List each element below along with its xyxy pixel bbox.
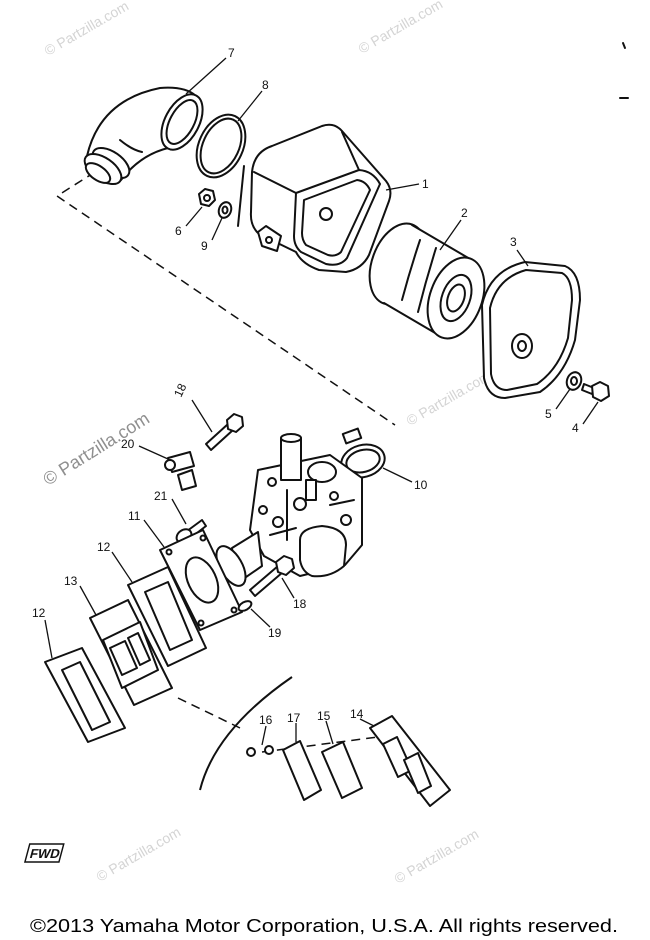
leader-9 <box>211 217 223 241</box>
leader-21 <box>171 498 187 525</box>
leader-10 <box>382 467 413 483</box>
callout-21: 21 <box>154 489 168 503</box>
nut-part-6 <box>198 188 216 207</box>
callout-7: 7 <box>228 46 235 60</box>
callout-16: 16 <box>259 713 273 727</box>
leader-12-upper <box>111 551 133 583</box>
callout-12-upper: 12 <box>97 540 111 554</box>
callout-20: 20 <box>121 437 135 451</box>
leader-18-upper <box>191 399 213 433</box>
callout-11: 11 <box>128 509 141 523</box>
cover-part-3 <box>481 261 581 399</box>
o-ring-part-8 <box>195 113 247 179</box>
leader-4 <box>582 401 599 425</box>
leader-11 <box>143 519 165 548</box>
callout-5: 5 <box>545 407 552 421</box>
callout-17: 17 <box>287 711 301 725</box>
carburetor-clamp-part-10 <box>340 427 386 479</box>
intake-elbow-part-7 <box>83 86 204 186</box>
callout-19: 19 <box>268 626 282 640</box>
washer-part-5 <box>565 371 583 391</box>
washer-part-9 <box>217 201 233 219</box>
stopper-part-17 <box>282 740 322 801</box>
plate-part-11 <box>159 529 243 631</box>
leader-2 <box>439 219 462 251</box>
reed-block-part-14 <box>369 715 451 807</box>
callout-10: 10 <box>414 478 428 492</box>
callout-14: 14 <box>350 707 364 721</box>
callout-12-lower: 12 <box>32 606 46 620</box>
callout-6: 6 <box>175 224 182 238</box>
reed-part-15 <box>321 741 363 799</box>
corner-marks <box>619 42 629 99</box>
reed-assembly-dashed-line <box>261 736 379 753</box>
leader-19 <box>250 608 271 628</box>
callout-13: 13 <box>64 574 78 588</box>
leader-lines <box>44 57 599 746</box>
bolt-part-18-upper <box>205 413 244 451</box>
watermark-bottom-right: © Partzilla.com <box>392 826 482 887</box>
assembly-dashed-line <box>55 171 396 426</box>
leader-5 <box>555 388 571 410</box>
carburetor <box>215 433 363 587</box>
callout-3: 3 <box>510 235 517 249</box>
leader-18-lower <box>281 577 295 599</box>
reed-dashed-line <box>177 697 241 729</box>
leader-20 <box>138 445 169 460</box>
leader-12-lower <box>44 619 53 659</box>
leader-15 <box>325 720 334 745</box>
leader-1 <box>385 183 420 191</box>
filter-element-part-2 <box>368 222 486 340</box>
callout-18-lower: 18 <box>293 597 307 611</box>
callout-4: 4 <box>572 421 579 435</box>
leader-3 <box>516 249 529 267</box>
leader-13 <box>79 585 97 616</box>
callout-1: 1 <box>422 177 429 191</box>
watermark-top-left: © Partzilla.com <box>42 0 132 59</box>
stud-line <box>237 165 245 227</box>
reed-valve-part-13 <box>89 599 173 706</box>
callout-2: 2 <box>461 206 468 220</box>
callout-labels: 7 8 1 2 3 6 9 5 4 10 18 20 21 11 12 13 1… <box>32 46 579 727</box>
watermark-middle-right: © Partzilla.com <box>404 368 494 429</box>
callout-8: 8 <box>262 78 269 92</box>
bolt-part-20 <box>164 451 197 491</box>
watermark-bottom-left: © Partzilla.com <box>94 824 184 885</box>
leader-14 <box>359 718 375 727</box>
bracket-curve <box>199 676 293 791</box>
callout-9: 9 <box>201 239 208 253</box>
callout-18-upper: 18 <box>171 381 189 399</box>
washer-part-19 <box>237 600 253 612</box>
leader-7 <box>185 57 227 95</box>
gasket-part-12-lower <box>44 647 126 743</box>
fwd-marker: FWD <box>23 843 65 863</box>
screw-part-4 <box>581 381 610 402</box>
copyright-notice: ©2013 Yamaha Motor Corporation, U.S.A. A… <box>30 916 618 936</box>
watermark-middle-left: © Partzilla.com <box>40 408 153 489</box>
leader-16 <box>261 725 267 746</box>
callout-15: 15 <box>317 709 331 723</box>
screw-part-16 <box>246 745 274 757</box>
watermark-top-right: © Partzilla.com <box>356 0 446 57</box>
bolt-part-18-lower <box>249 555 295 597</box>
fwd-label: FWD <box>28 846 62 861</box>
leader-6 <box>185 206 203 227</box>
gasket-part-12-upper <box>127 566 207 667</box>
air-box-part-1 <box>249 123 392 273</box>
leader-8 <box>237 90 263 122</box>
